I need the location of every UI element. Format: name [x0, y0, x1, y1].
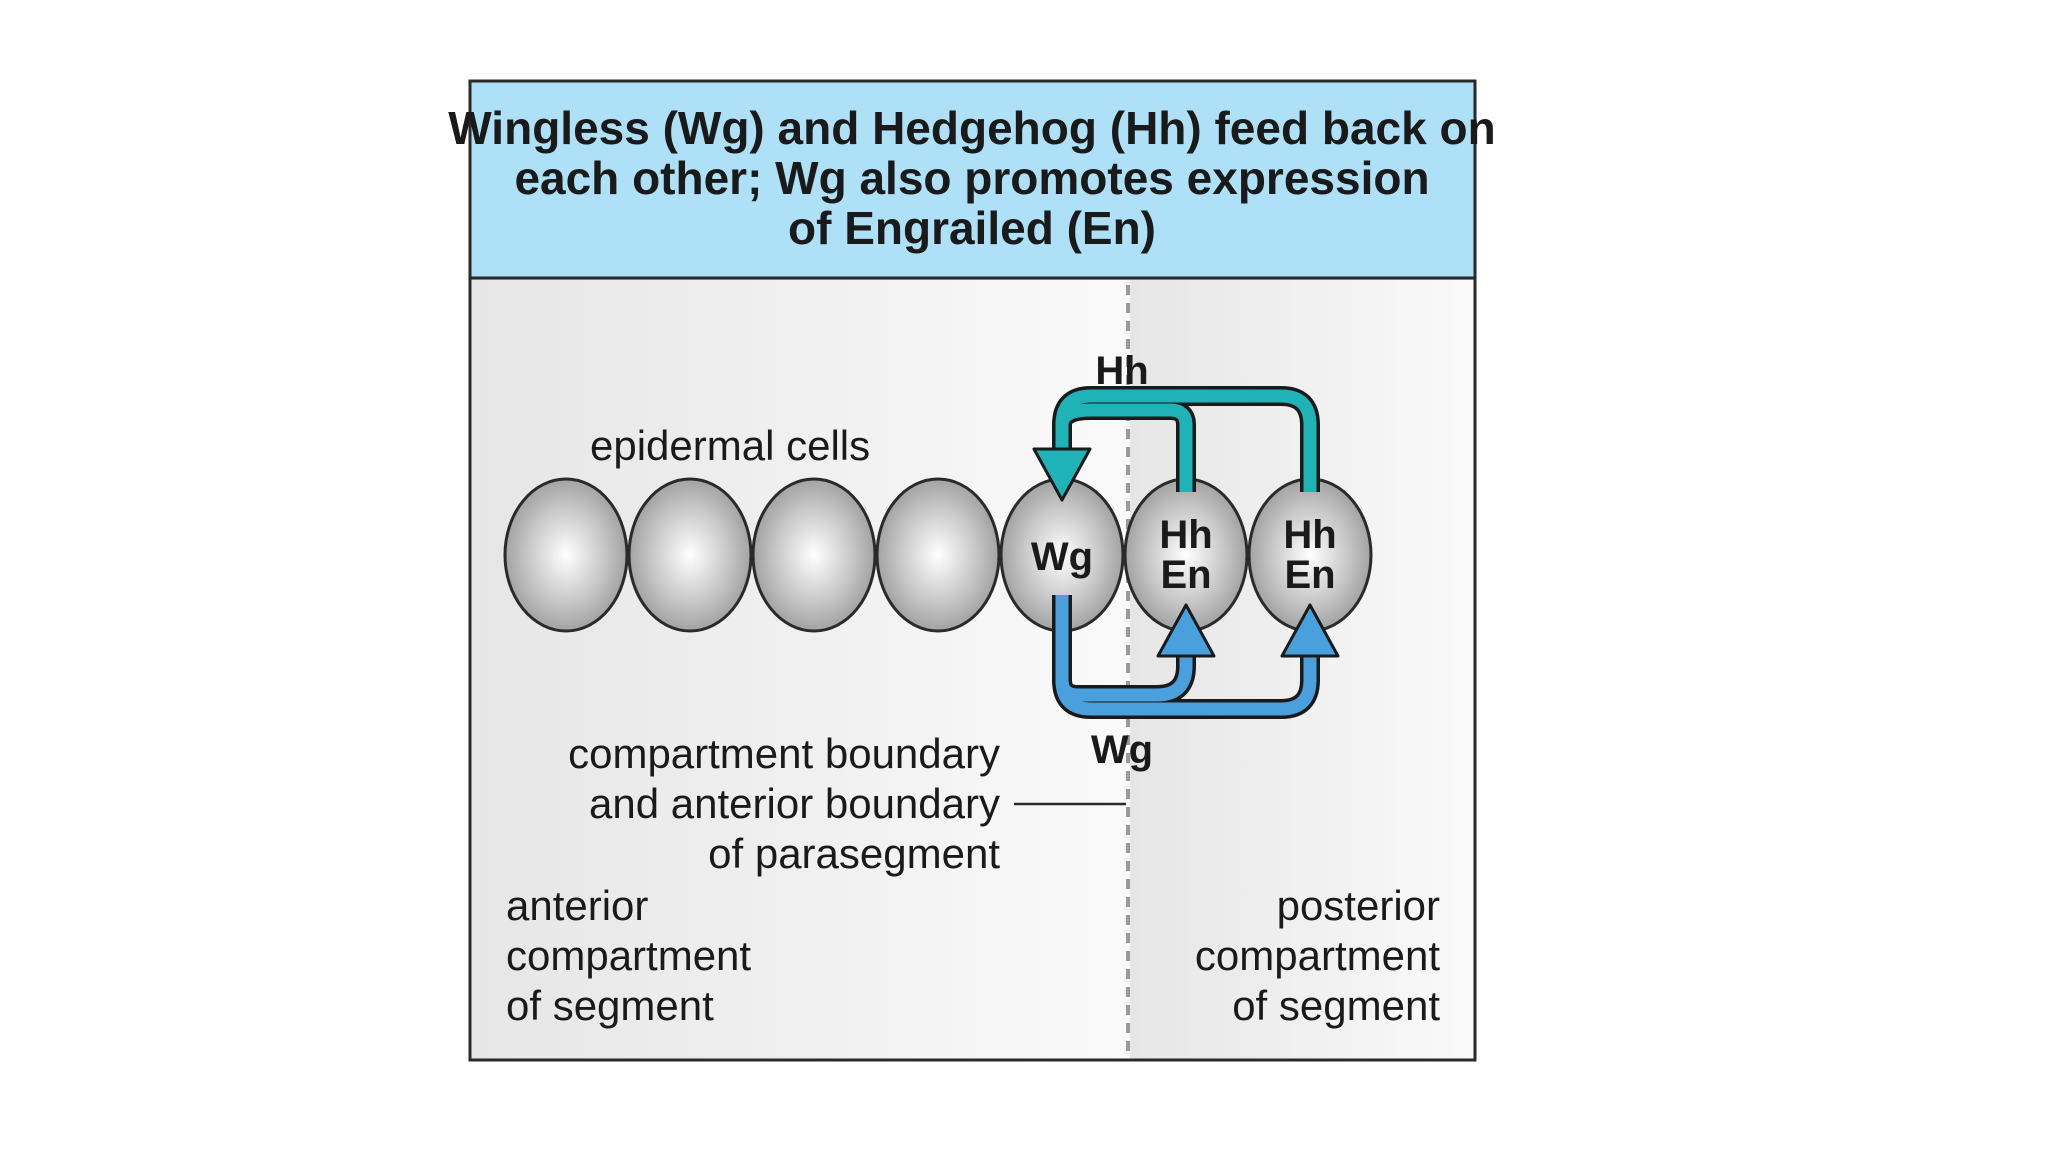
hh-arrowhead: [1032, 447, 1092, 502]
epidermal-cell: [875, 477, 1001, 633]
anterior-label-line-3: of segment: [506, 982, 714, 1029]
figure-title: Wingless (Wg) and Hedgehog (Hh) feed bac…: [448, 102, 1495, 254]
epidermal-cell: [503, 477, 629, 633]
hh-signal-label: Hh: [1095, 349, 1148, 393]
posterior-label-line-3: of segment: [1232, 982, 1440, 1029]
wg-signal-arrow: [1052, 595, 1340, 719]
wg-arrow-inner: [1055, 650, 1193, 702]
title-line-3: of Engrailed (En): [788, 202, 1156, 254]
posterior-compartment-label: posterior compartment of segment: [1195, 882, 1440, 1029]
epidermal-cell: [751, 477, 877, 633]
posterior-label-line-2: compartment: [1195, 932, 1440, 979]
wg-arrowhead-2: [1280, 603, 1340, 658]
hh-cell-label-1: Hh: [1159, 513, 1212, 557]
anterior-region: [470, 280, 1130, 1060]
boundary-label-line-1: compartment boundary: [568, 730, 1000, 777]
boundary-label-line-2: and anterior boundary: [589, 780, 1000, 827]
en-cell-label-2: En: [1284, 553, 1335, 597]
boundary-annotation: compartment boundary and anterior bounda…: [568, 730, 1126, 877]
anterior-compartment-label: anterior compartment of segment: [506, 882, 751, 1029]
anterior-label-line-2: compartment: [506, 932, 751, 979]
anterior-label-line-1: anterior: [506, 882, 648, 929]
hh-signal-arrow: [1032, 386, 1320, 502]
wg-cell-label: Wg: [1031, 535, 1093, 579]
epidermal-cell: [627, 477, 753, 633]
header-band: [470, 81, 1475, 280]
wg-signal-label: Wg: [1091, 728, 1153, 772]
boundary-label-line-3: of parasegment: [708, 830, 1000, 877]
title-line-2: each other; Wg also promotes expression: [514, 152, 1429, 204]
wg-arrowhead-1: [1156, 603, 1216, 658]
hh-cell-label-2: Hh: [1283, 513, 1336, 557]
hh-arrow-inner: [1055, 403, 1193, 492]
en-cell-label-1: En: [1160, 553, 1211, 597]
title-line-1: Wingless (Wg) and Hedgehog (Hh) feed bac…: [448, 102, 1495, 154]
epidermal-cells-label: epidermal cells: [590, 422, 870, 469]
panel-border: [468, 79, 1477, 1062]
posterior-label-line-1: posterior: [1277, 882, 1440, 929]
